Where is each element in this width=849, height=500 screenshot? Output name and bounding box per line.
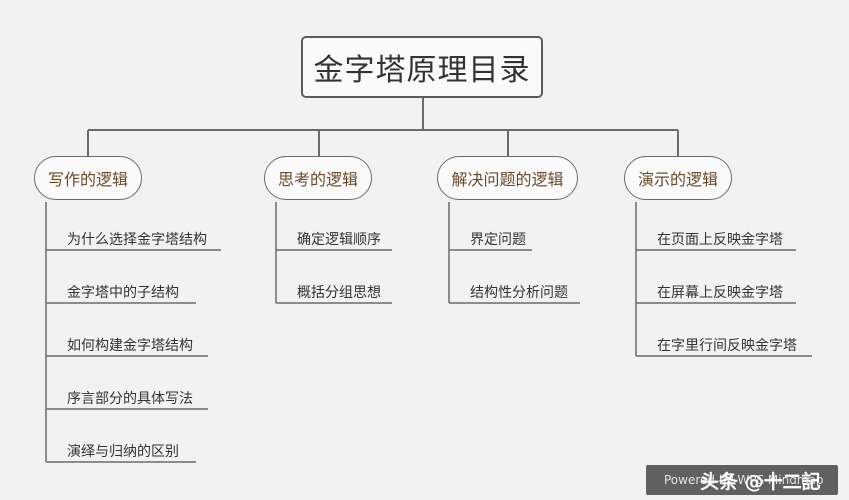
branch-node-presentation[interactable]: 演示的逻辑	[624, 156, 732, 200]
leaf-node[interactable]: 概括分组思想	[297, 285, 381, 301]
branch-node-problem-solving[interactable]: 解决问题的逻辑	[437, 156, 578, 200]
leaf-node[interactable]: 结构性分析问题	[470, 285, 568, 301]
leaf-node[interactable]: 在页面上反映金字塔	[657, 232, 783, 248]
leaf-node[interactable]: 在字里行间反映金字塔	[657, 338, 797, 354]
account-watermark: 头条 @十二記	[700, 471, 821, 493]
leaf-node[interactable]: 如何构建金字塔结构	[67, 338, 193, 354]
leaf-node[interactable]: 确定逻辑顺序	[297, 232, 381, 248]
leaf-node[interactable]: 演绎与归纳的区别	[67, 444, 179, 460]
branch-node-thinking[interactable]: 思考的逻辑	[264, 156, 372, 200]
leaf-node[interactable]: 在屏幕上反映金字塔	[657, 285, 783, 301]
leaf-node[interactable]: 界定问题	[470, 232, 526, 248]
powered-by-text: Powered by WPS Mindmap	[664, 473, 824, 487]
branch-node-writing[interactable]: 写作的逻辑	[34, 156, 142, 200]
leaf-node[interactable]: 为什么选择金字塔结构	[67, 232, 207, 248]
leaf-node[interactable]: 序言部分的具体写法	[67, 391, 193, 407]
watermark: Powered by WPS Mindmap 头条 @十二記	[646, 465, 838, 495]
root-node[interactable]: 金字塔原理目录	[301, 36, 543, 98]
leaf-node[interactable]: 金字塔中的子结构	[67, 285, 179, 301]
